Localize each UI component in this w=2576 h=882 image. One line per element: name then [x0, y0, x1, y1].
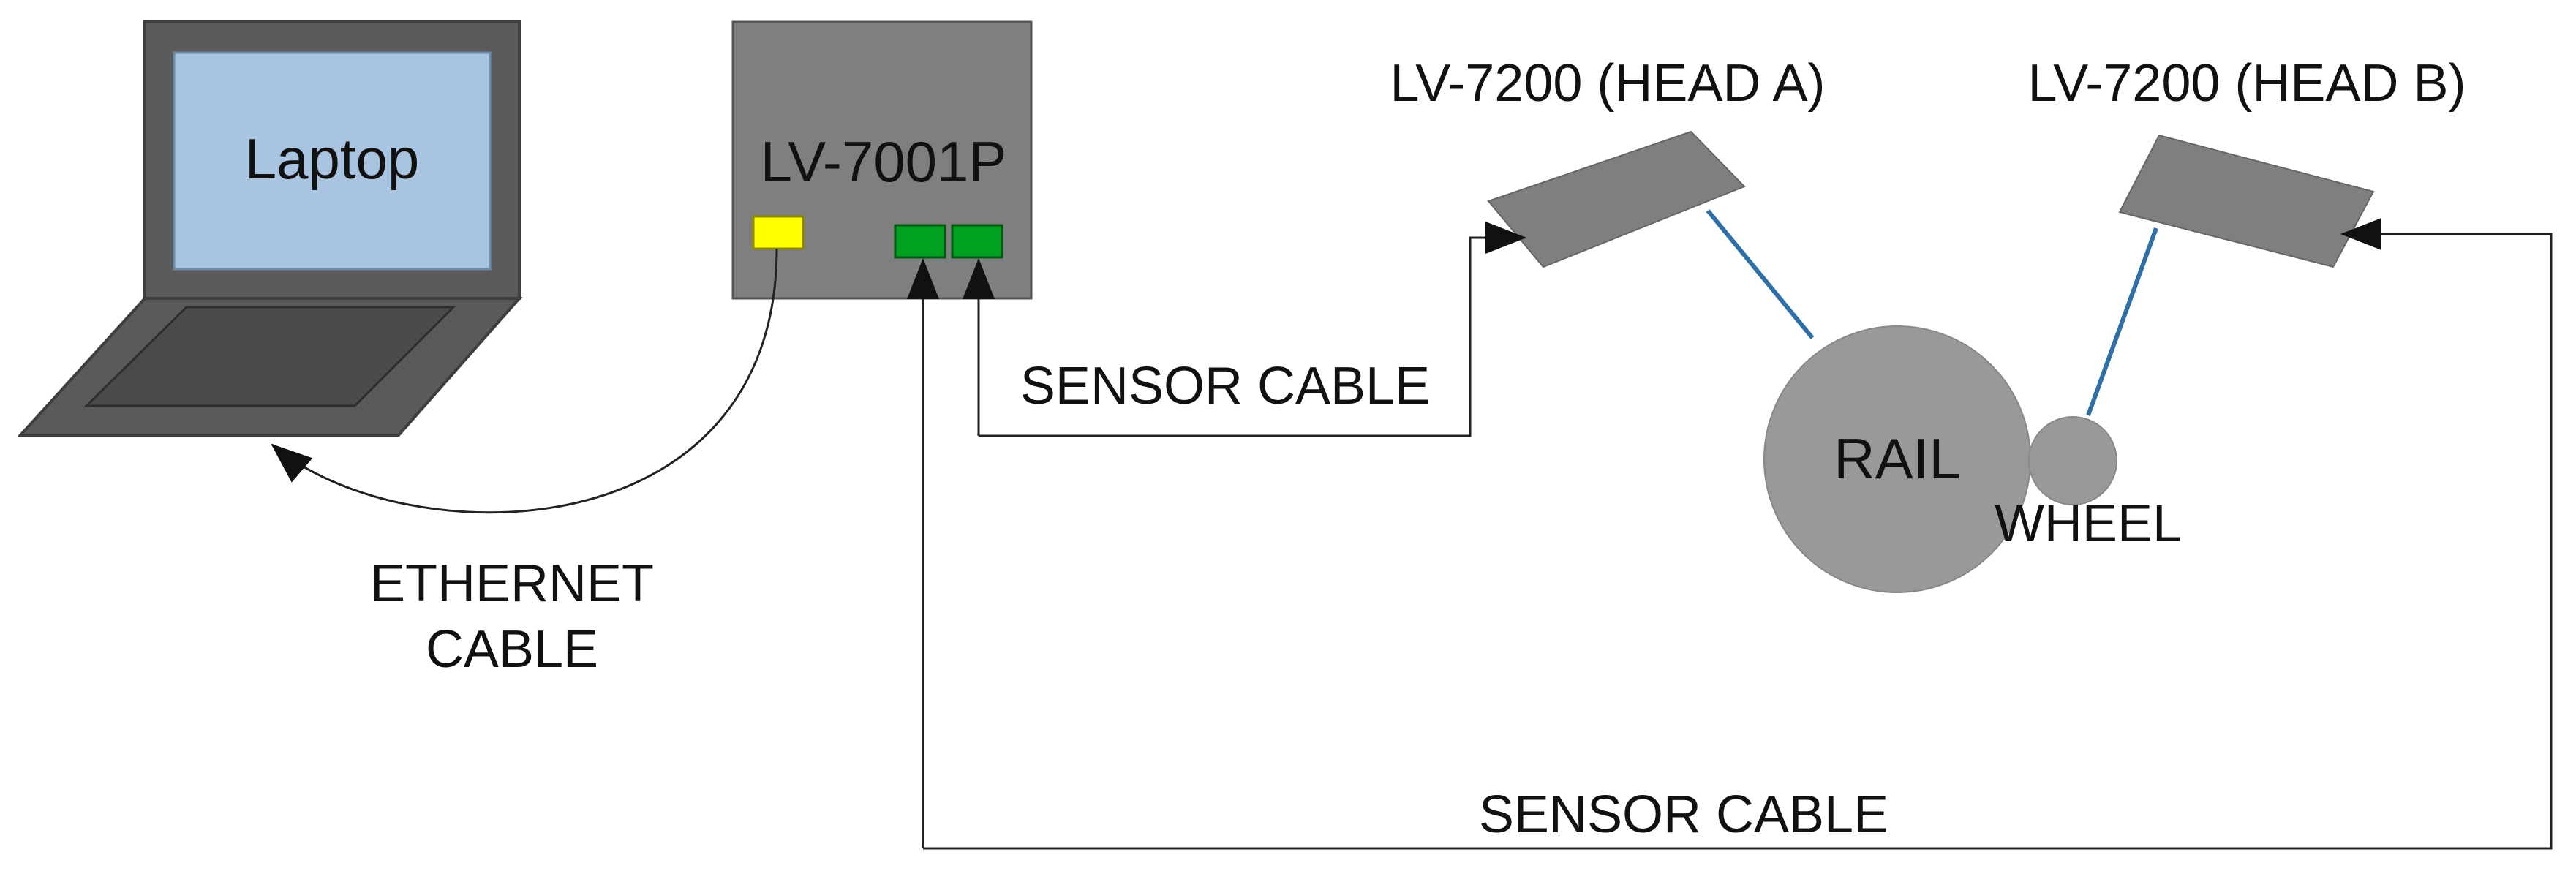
head-a: [1487, 130, 1746, 268]
head-b: [2118, 134, 2375, 268]
laptop: Laptop: [17, 20, 523, 437]
laptop-label: Laptop: [245, 127, 420, 191]
ethernet-cable-label-line1: ETHERNET: [370, 554, 654, 613]
head-b-label: LV-7200 (HEAD B): [2028, 54, 2466, 113]
wheel-label: WHEEL: [1995, 494, 2182, 553]
controller: LV-7001P: [731, 20, 1033, 300]
wheel: [2028, 416, 2117, 505]
sensor-cable-b-label: SENSOR CABLE: [1479, 785, 1888, 844]
ethernet-port: [752, 215, 805, 250]
laptop-keyboard: [83, 306, 456, 407]
head-a-beam: [1706, 209, 1815, 339]
ethernet-cable: [271, 248, 778, 514]
controller-label: LV-7001P: [761, 129, 1007, 194]
sensor-port-a: [951, 224, 1003, 259]
rail-label: RAIL: [1834, 426, 1960, 491]
head-b-beam: [2086, 227, 2158, 417]
sensor-cable-b: [923, 218, 2553, 850]
sensor-cable-a-label: SENSOR CABLE: [1020, 357, 1430, 415]
sensor-port-b: [894, 224, 946, 259]
laptop-screen: [173, 51, 492, 271]
sensor-cable-a: [979, 222, 1526, 437]
ethernet-cable-label-line2: CABLE: [426, 620, 598, 679]
head-a-label: LV-7200 (HEAD A): [1390, 54, 1826, 113]
